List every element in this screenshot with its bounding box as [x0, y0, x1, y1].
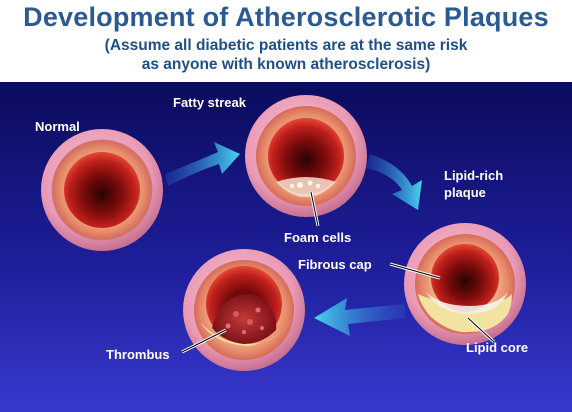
label-fibrous-cap: Fibrous cap	[298, 257, 372, 272]
vessel-normal	[41, 129, 163, 251]
label-lipid-core: Lipid core	[466, 340, 529, 355]
label-lipid-rich-line1: Lipid-rich	[444, 168, 504, 183]
diagram-panel	[0, 82, 572, 412]
vessel-lipid-rich-plaque	[404, 223, 526, 345]
leader-lines-core	[181, 191, 495, 353]
arrow-lipid-to-thrombus	[314, 298, 405, 336]
vessel-fatty-streak	[245, 95, 367, 217]
label-normal: Normal	[35, 119, 80, 134]
label-fatty-streak: Fatty streak	[173, 95, 246, 110]
label-foam-cells: Foam cells	[284, 230, 352, 245]
subtitle-line-2: as anyone with known atherosclerosis)	[141, 56, 431, 73]
diagram-title: Development of Atherosclerotic Plaques	[23, 2, 549, 32]
arrow-normal-to-fatty	[165, 142, 240, 186]
subtitle-line-1: (Assume all diabetic patients are at the…	[104, 37, 468, 54]
arrow-fatty-to-lipid	[366, 154, 422, 210]
label-lipid-rich-line2: plaque	[444, 185, 486, 200]
label-thrombus: Thrombus	[106, 347, 170, 362]
vessel-thrombus	[183, 249, 305, 371]
